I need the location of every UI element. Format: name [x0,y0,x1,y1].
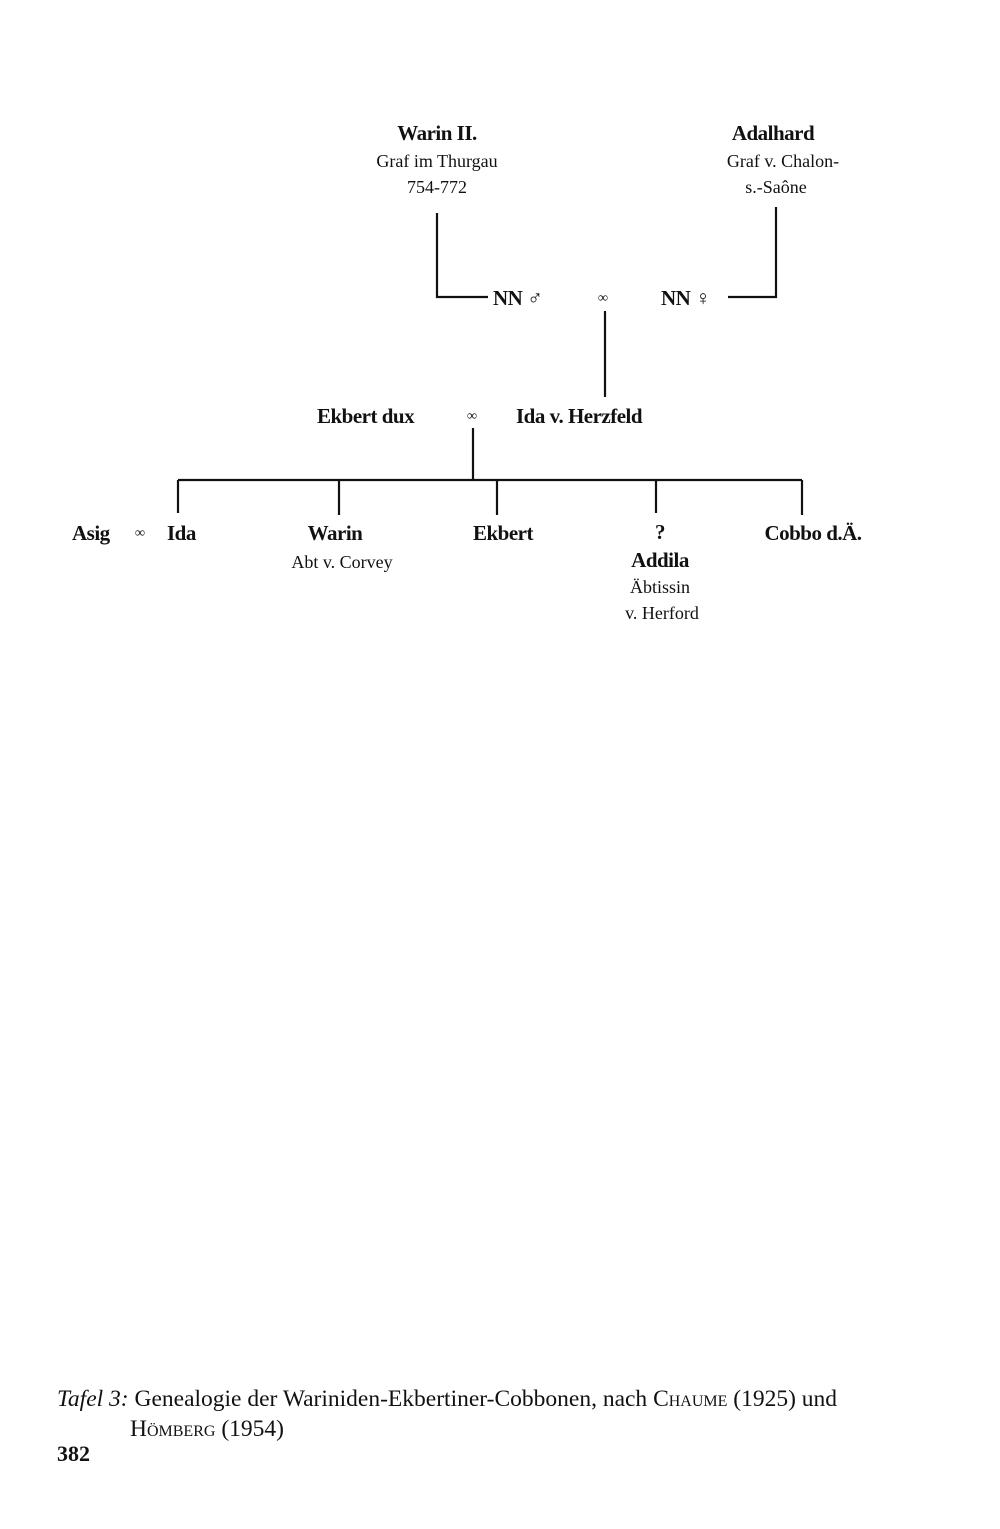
asig: Asig [72,521,110,545]
marriage-symbol-nn: ∞ [598,291,608,306]
warin-ii-name: Warin II. [397,121,477,145]
warin-ii-dates: 754-772 [407,177,467,197]
caption-line-2: Hömberg (1954) [57,1414,837,1444]
caption-year-2: (1954) [221,1416,284,1442]
connector-adalhard-nn-female [728,207,778,299]
figure-caption: Tafel 3: Genealogie der Wariniden-Ekbert… [57,1384,837,1444]
caption-label: Tafel 3: [57,1386,129,1412]
nn-female: NN ♀ [661,286,711,310]
marriage-symbol-asig: ∞ [135,526,145,541]
cobbo-d-ae: Cobbo d.Ä. [764,521,862,545]
addila-name: Addila [631,548,689,572]
warin-abt-title: Abt v. Corvey [291,552,393,572]
warin-ii-title: Graf im Thurgau [376,151,498,171]
ida-v-herzfeld: Ida v. Herzfeld [516,404,643,428]
ekbert-dux: Ekbert dux [317,404,415,428]
ekbert: Ekbert [473,521,534,545]
addila-uncertain-mark: ? [655,520,666,544]
caption-author-chaume: Chaume [653,1386,728,1412]
caption-text: Genealogie der Wariniden-Ekbertiner-Cobb… [134,1386,648,1412]
ida: Ida [167,521,196,545]
addila-title-cont: v. Herford [625,603,699,623]
caption-author-homberg: Hömberg [130,1416,216,1442]
marriage-symbol-ekbert: ∞ [467,409,477,424]
warin-abt-name: Warin [307,521,363,545]
adalhard-title: Graf v. Chalon- [726,151,840,171]
adalhard-name: Adalhard [731,121,815,145]
caption-year-1: (1925) und [733,1386,838,1412]
addila-title: Äbtissin [629,577,691,597]
connector-warin-nn-male [435,213,488,299]
adalhard-title-cont: s.-Saône [745,177,807,197]
page-number: 382 [57,1441,90,1466]
caption-line-1: Tafel 3: Genealogie der Wariniden-Ekbert… [57,1384,837,1414]
nn-male: NN ♂ [493,286,543,310]
